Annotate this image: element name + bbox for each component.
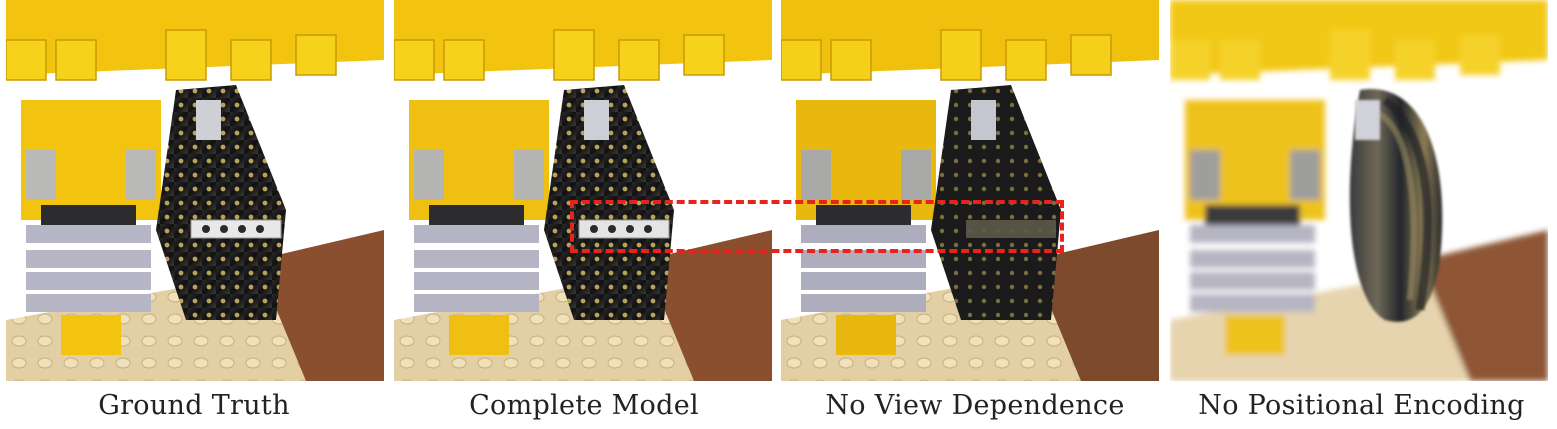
panel-ground-truth-image	[6, 0, 384, 381]
panel-no-view-dependence-image	[781, 0, 1159, 381]
caption-no-view-dependence: No View Dependence	[825, 390, 1125, 421]
caption-complete-model: Complete Model	[469, 390, 699, 421]
caption-ground-truth: Ground Truth	[98, 390, 290, 421]
panel-complete-model-image	[394, 0, 772, 381]
caption-no-positional-encoding: No Positional Encoding	[1198, 390, 1525, 421]
panel-no-positional-encoding-image	[1170, 0, 1548, 381]
